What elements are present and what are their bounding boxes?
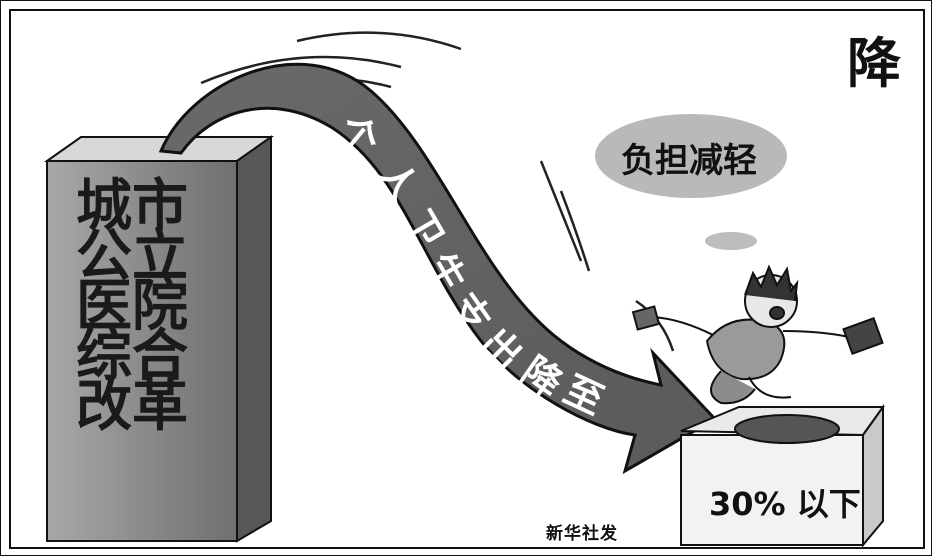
corner-label: 降 (847, 32, 901, 95)
descending-arrow (158, 62, 718, 475)
target-box (680, 403, 885, 548)
inner-border (9, 9, 925, 549)
thought-bubble (595, 114, 787, 250)
thought-bubble-text: 负担减轻 (621, 141, 757, 181)
cheering-person (631, 264, 884, 405)
image-credit: 新华社发 (546, 524, 618, 544)
hospital-tower (43, 135, 275, 543)
target-box-label: 30% 以下 (709, 485, 861, 523)
tower-label: 城市公立医院综合改革 (76, 173, 188, 439)
